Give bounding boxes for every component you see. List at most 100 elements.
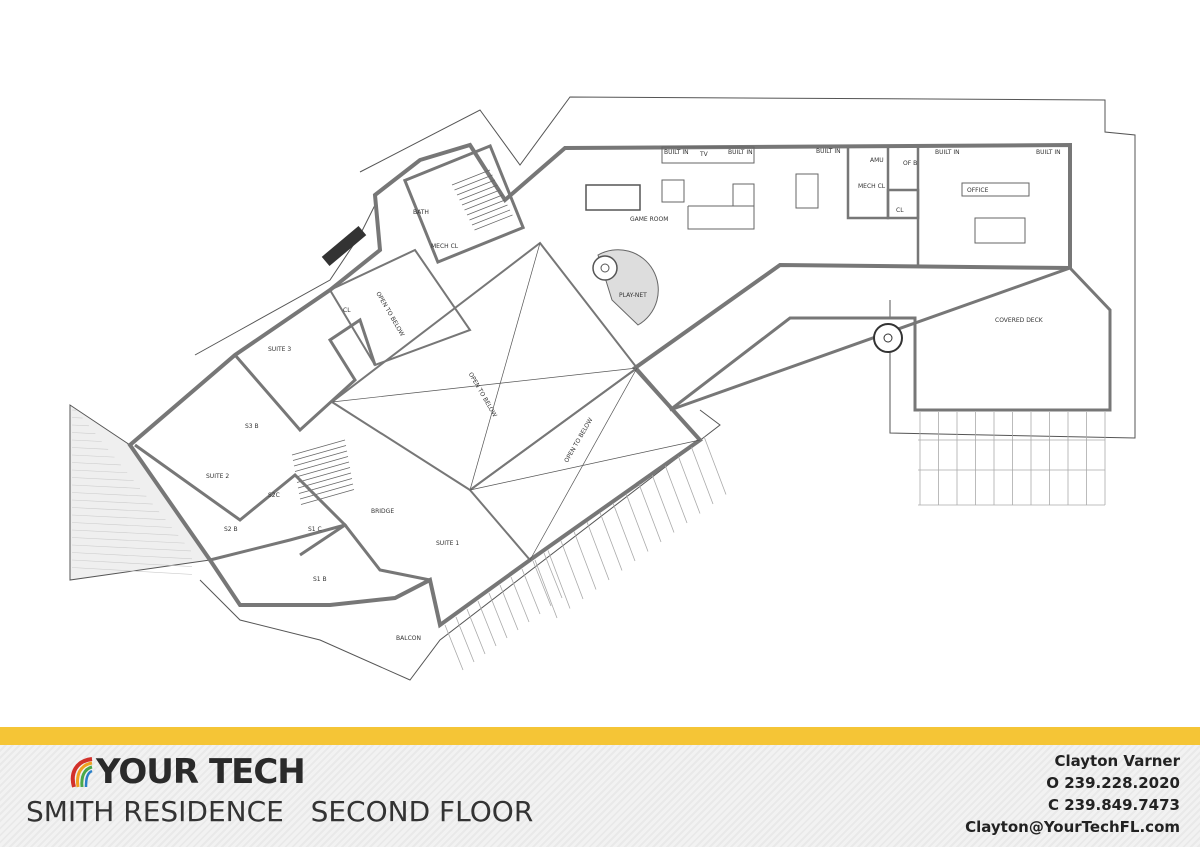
tv-built-in bbox=[661, 146, 755, 164]
hatch-line bbox=[71, 537, 185, 544]
stair-tread bbox=[638, 483, 662, 543]
stair-tread bbox=[703, 436, 727, 495]
suite-walls bbox=[233, 317, 377, 433]
label-mech-cl: MECH CL bbox=[431, 243, 459, 250]
hatch-line bbox=[71, 522, 172, 528]
label-built-in: BUILT IN bbox=[728, 149, 753, 156]
hatch-line bbox=[71, 529, 179, 536]
stair-tread bbox=[664, 464, 688, 524]
chair bbox=[661, 179, 685, 203]
front-stairs bbox=[444, 436, 727, 671]
roof-outline-left bbox=[194, 204, 376, 356]
hatch-line bbox=[71, 552, 193, 560]
label-balcony: BALCON bbox=[396, 635, 421, 642]
stair-tread bbox=[532, 560, 552, 607]
label-office: OFFICE bbox=[967, 187, 989, 194]
label-suite-3: SUITE 3 bbox=[268, 346, 291, 353]
stair-tread bbox=[466, 199, 506, 216]
railing bbox=[321, 225, 367, 267]
label-tv: TV bbox=[699, 151, 709, 158]
hatch-line bbox=[71, 544, 192, 552]
stair-tread bbox=[291, 439, 346, 456]
tower-stairs bbox=[451, 169, 513, 231]
contact-name: Clayton Varner bbox=[1054, 752, 1180, 770]
logo-text: YOUR TECH bbox=[96, 752, 306, 792]
stair-tread bbox=[451, 169, 491, 186]
interior-stairs bbox=[291, 439, 355, 505]
label-s2b: S2 B bbox=[224, 526, 238, 533]
stair-tread bbox=[499, 584, 519, 631]
roof-hatch bbox=[71, 409, 193, 575]
stair-tread bbox=[477, 600, 497, 647]
stair-tread bbox=[299, 483, 354, 500]
stair-tread bbox=[459, 184, 498, 201]
stair-tread bbox=[293, 450, 348, 467]
label-built-in: BUILT IN bbox=[816, 148, 841, 155]
deck-stairs bbox=[918, 412, 1106, 506]
label-cl: CL bbox=[896, 207, 904, 214]
hatch-line bbox=[71, 514, 166, 520]
hatch-line bbox=[71, 417, 83, 419]
stair-tread bbox=[521, 568, 541, 615]
hatch-line bbox=[71, 492, 147, 497]
sectional-sofa bbox=[687, 183, 755, 230]
stair-tread bbox=[547, 550, 571, 609]
label-s1c: S1 C bbox=[308, 526, 322, 533]
hatch-line bbox=[71, 424, 90, 427]
label-s3b: S3 B bbox=[245, 423, 259, 430]
building-walls bbox=[127, 142, 1072, 629]
deck-spiral-stair bbox=[873, 323, 903, 353]
stair-tread bbox=[599, 512, 623, 571]
pool-table bbox=[585, 184, 641, 211]
kitchen-island bbox=[795, 173, 819, 209]
stair-tread bbox=[586, 521, 610, 581]
stair-tread bbox=[444, 624, 464, 671]
label-of-b: OF B bbox=[903, 160, 917, 167]
stair-tread bbox=[469, 204, 508, 221]
mech-room bbox=[846, 144, 890, 220]
stair-tread bbox=[510, 576, 530, 623]
cell-phone: C 239.849.7473 bbox=[1048, 796, 1180, 814]
stair-tread bbox=[455, 616, 475, 663]
stair-tread bbox=[534, 559, 558, 619]
stair-tread bbox=[300, 489, 355, 505]
label-s2c: S2C bbox=[268, 492, 280, 499]
stair-tread bbox=[612, 502, 636, 562]
stair-tread bbox=[543, 552, 563, 599]
stair-tread bbox=[294, 456, 349, 472]
label-covered-deck: COVERED DECK bbox=[995, 317, 1044, 324]
hatch-line bbox=[71, 567, 193, 575]
stair-tread bbox=[677, 455, 701, 514]
hatch-line bbox=[71, 484, 141, 489]
hatch-line bbox=[71, 477, 134, 481]
hatch-line bbox=[71, 439, 102, 442]
stair-tread bbox=[454, 174, 493, 191]
hatch-line bbox=[71, 447, 109, 450]
stair-tread bbox=[456, 179, 496, 196]
stair-tread bbox=[573, 531, 597, 590]
hatch-line bbox=[71, 469, 128, 474]
stair-tread bbox=[464, 194, 503, 211]
office-phone: O 239.228.2020 bbox=[1046, 774, 1180, 792]
company-logo: YOUR TECH bbox=[66, 752, 306, 792]
stair-tread bbox=[295, 461, 350, 478]
hatch-line bbox=[71, 462, 121, 466]
label-amu: AMU bbox=[870, 157, 884, 164]
email-link[interactable]: Clayton@YourTechFL.com bbox=[965, 818, 1180, 836]
label-game-room: GAME ROOM bbox=[630, 216, 668, 223]
label-play-net: PLAY-NET bbox=[619, 292, 647, 299]
hatch-line bbox=[71, 432, 96, 434]
label-built-in: BUILT IN bbox=[664, 149, 689, 156]
label-s1b: S1 B bbox=[313, 576, 327, 583]
office-desk bbox=[961, 182, 1030, 197]
covered-deck bbox=[669, 266, 1112, 412]
hatch-line bbox=[71, 454, 115, 458]
stair-tread bbox=[298, 478, 353, 494]
stair-tread bbox=[560, 540, 584, 600]
open-to-below-upper bbox=[328, 248, 472, 367]
stair-tread bbox=[292, 445, 347, 461]
label-bath: BATH bbox=[413, 209, 429, 216]
label-suite-2: SUITE 2 bbox=[206, 473, 229, 480]
stair-tread bbox=[474, 214, 513, 231]
stair-tread bbox=[466, 608, 486, 655]
